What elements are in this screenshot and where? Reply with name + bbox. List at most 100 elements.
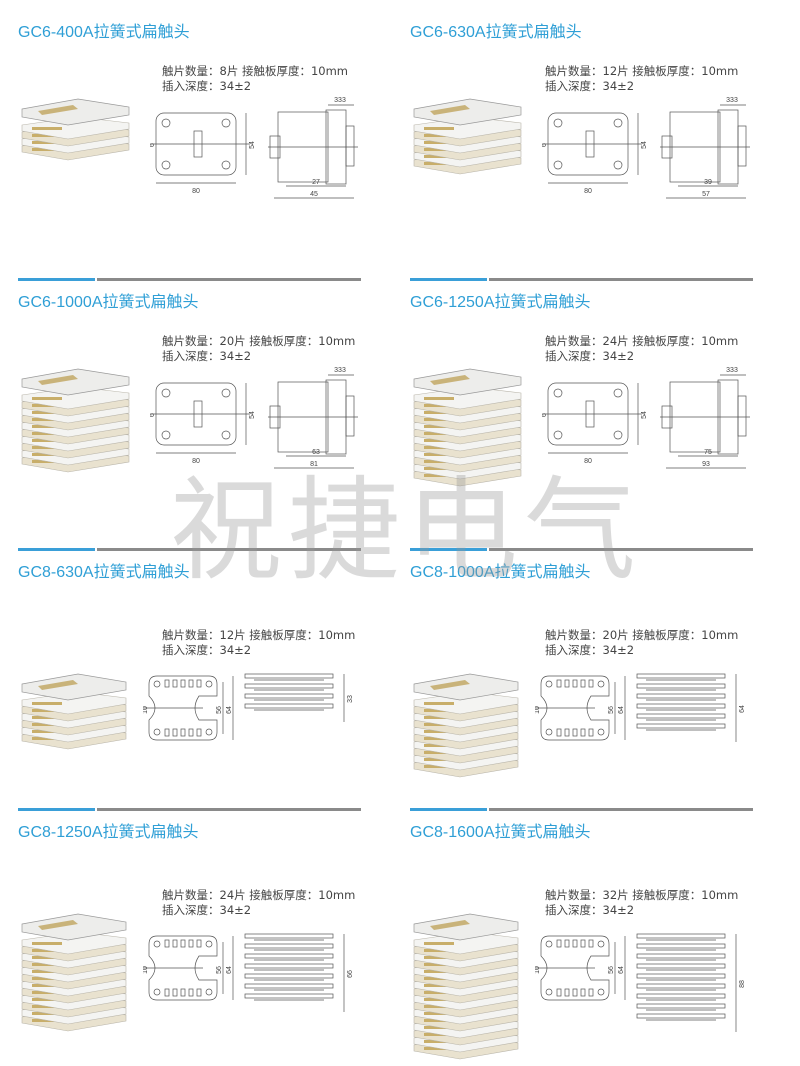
bolt-hole — [597, 680, 605, 688]
dim-outer: 64 — [226, 966, 233, 974]
bolt-hole — [553, 160, 563, 170]
plate-bar — [244, 983, 334, 989]
dim-inner: 63 — [312, 449, 320, 456]
slot — [196, 679, 202, 688]
slot — [164, 679, 170, 688]
dim-outer: 81 — [310, 461, 318, 468]
product-title: GC6-1250A拉簧式扁触头 — [410, 294, 591, 311]
bolt-hole — [597, 728, 605, 736]
bolt-hole — [613, 160, 623, 170]
plate-bar — [636, 953, 726, 959]
dim-top: 333 — [726, 367, 738, 374]
plate-bar — [244, 673, 334, 679]
dim-side: 33 — [347, 695, 354, 703]
dim-side: 64 — [739, 705, 746, 713]
slot — [180, 939, 186, 948]
dim-inner: 27 — [312, 179, 320, 186]
top-plate — [21, 673, 127, 701]
product-photo — [410, 365, 525, 493]
spec-insert-depth: 插入深度：34±2 — [162, 643, 252, 657]
divider-gap — [95, 808, 97, 811]
dim-gap: 6 — [542, 413, 548, 417]
dim-inner: 39 — [704, 179, 712, 186]
slot — [564, 728, 570, 737]
spec-pieces-thickness: 触片数量：20片 接触板厚度：10mm — [162, 334, 356, 348]
bolt-hole — [545, 680, 553, 688]
divider-gap — [487, 808, 489, 811]
tab — [737, 395, 747, 437]
contact-image — [21, 913, 127, 1032]
bolt-hole — [221, 430, 231, 440]
slot — [564, 988, 570, 997]
section-divider — [18, 548, 361, 551]
contact-image — [413, 913, 519, 1060]
dim-gap: 6 — [150, 143, 156, 147]
dim-outer: 64 — [618, 966, 625, 974]
slot — [580, 728, 586, 737]
divider-accent — [410, 548, 487, 551]
spring — [32, 942, 62, 945]
top-slot — [38, 920, 78, 930]
top-slot — [430, 920, 470, 930]
contact-image — [21, 98, 130, 161]
spec-insert-depth: 插入深度：34±2 — [545, 903, 635, 917]
slot — [172, 939, 178, 948]
bolt-hole — [205, 988, 213, 996]
plate-bar — [636, 963, 726, 969]
dim-outer: 57 — [702, 191, 710, 198]
dim-height: 54 — [249, 141, 256, 149]
dim-height: 54 — [249, 411, 256, 419]
bolt-hole — [613, 388, 623, 398]
side-drawing: 33 — [240, 668, 355, 732]
section-divider — [410, 278, 753, 281]
spec-insert-depth: 插入深度：34±2 — [162, 349, 252, 363]
slot — [588, 939, 594, 948]
top-plate — [413, 98, 522, 126]
tab — [737, 125, 747, 167]
slot — [196, 939, 202, 948]
bolt-hole — [545, 728, 553, 736]
side-view-drawing: 333 63 81 — [268, 367, 358, 469]
spec-insert-depth: 插入深度：34±2 — [545, 79, 635, 93]
slot — [164, 939, 170, 948]
front-drawing: 54806 — [149, 375, 262, 474]
top-plate — [21, 98, 130, 126]
plate-bar — [636, 993, 726, 999]
side-drawing: 333 63 81 — [268, 362, 363, 484]
bolt-hole — [545, 988, 553, 996]
plate-bar — [244, 703, 334, 709]
bolt-hole — [205, 728, 213, 736]
plate-bar — [636, 933, 726, 939]
top-plate — [21, 368, 130, 396]
divider-accent — [18, 548, 95, 551]
spring — [424, 942, 454, 945]
product-photo — [18, 910, 130, 1038]
plate-outline — [148, 675, 218, 741]
front-drawing: 54806 — [149, 105, 262, 204]
section-divider — [410, 548, 753, 551]
bolt-hole — [221, 388, 231, 398]
dim-top: 333 — [334, 367, 346, 374]
bolt-hole — [161, 430, 171, 440]
product-photo — [18, 365, 133, 479]
product-title: GC8-1000A拉簧式扁触头 — [410, 564, 591, 581]
top-slot — [38, 105, 78, 115]
plate-bar — [636, 713, 726, 719]
dim-inner: 56 — [216, 966, 223, 974]
slot — [188, 728, 194, 737]
tab — [345, 395, 355, 437]
contact-image — [21, 673, 127, 750]
slot — [572, 988, 578, 997]
spec-pieces-thickness: 触片数量：12片 接触板厚度：10mm — [162, 628, 356, 642]
front-view-drawing: 54806 — [541, 112, 648, 195]
product-title: GC6-400A拉簧式扁触头 — [18, 24, 190, 41]
